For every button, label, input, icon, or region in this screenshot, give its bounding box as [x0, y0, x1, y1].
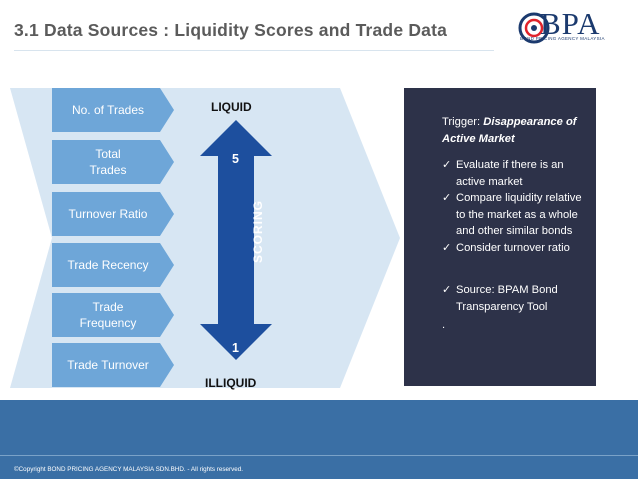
trigger-prefix: Trigger:	[442, 116, 484, 128]
factor-label: Trade Frequency	[79, 300, 137, 330]
trigger-box	[404, 88, 596, 386]
bottom-score: 1	[232, 341, 239, 355]
title-rule	[14, 50, 494, 51]
scoring-double-arrow	[200, 120, 272, 360]
factor-label: Trade Turnover	[67, 358, 149, 372]
bullet-text: Evaluate if there is an active market	[456, 159, 564, 188]
trigger-emphasis: Disappearance of Active Market	[442, 116, 577, 145]
bullet-text: Consider turnover ratio	[456, 241, 570, 254]
list-item: ✓ Consider turnover ratio	[442, 240, 592, 257]
factor-label: Trade Recency	[67, 258, 149, 272]
list-item: ✓ Source: BPAM Bond Transparency Tool	[442, 282, 592, 315]
liquidity-diagram	[10, 88, 596, 388]
factor-label: Total Trades	[89, 147, 127, 177]
footer-divider	[0, 455, 638, 456]
checkmark-icon: ✓	[442, 241, 452, 254]
footer-band	[0, 400, 638, 479]
list-item: ✓ Compare liquidity relative to the marke…	[442, 190, 592, 240]
factor-box	[52, 192, 174, 236]
checkmark-icon: ✓	[442, 159, 452, 171]
source-bullet-list: ✓ Source: BPAM Bond Transparency Tool	[442, 282, 592, 315]
factor-box	[52, 343, 174, 387]
logo-swirl-icon	[518, 12, 550, 44]
checkmark-icon: ✓	[442, 284, 452, 296]
factor-boxes	[52, 88, 174, 387]
trailing-mark: .	[442, 319, 446, 331]
bullet-text: Compare liquidity relative to the market…	[456, 192, 582, 237]
top-score: 5	[232, 152, 239, 166]
factor-box	[52, 88, 174, 132]
factor-label: Turnover Ratio	[68, 207, 148, 221]
liquid-label: LIQUID	[211, 100, 252, 114]
factor-box	[52, 243, 174, 287]
factor-label: No. of Trades	[71, 103, 145, 117]
bullet-text: Source: BPAM Bond Transparency Tool	[456, 284, 558, 313]
copyright-text: ©Copyright BOND PRICING AGENCY MALAYSIA …	[14, 466, 244, 473]
trigger-bullet-list: ✓ Evaluate if there is an active market ✓…	[442, 157, 592, 256]
logo-text: BPA	[540, 6, 601, 41]
trigger-heading: Trigger: Disappearance of Active Market	[442, 114, 592, 147]
page-title: 3.1 Data Sources : Liquidity Scores and …	[14, 20, 448, 40]
scoring-label: SCORING	[251, 199, 265, 263]
checkmark-icon: ✓	[442, 192, 452, 204]
logo-subtitle: BOND PRICING AGENCY MALAYSIA	[520, 36, 605, 41]
factor-box	[52, 140, 174, 184]
factor-box	[52, 293, 174, 337]
trigger-panel: Trigger: Disappearance of Active Market …	[442, 114, 592, 334]
illiquid-label: ILLIQUID	[205, 376, 257, 390]
list-item: ✓ Evaluate if there is an active market	[442, 157, 592, 190]
